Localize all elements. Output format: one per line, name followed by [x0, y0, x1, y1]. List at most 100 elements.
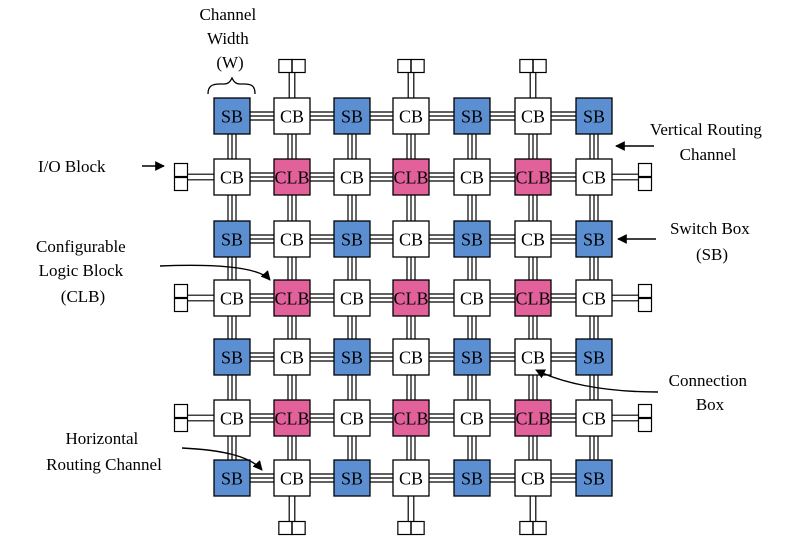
connection-box — [213, 399, 251, 437]
io-pad — [532, 58, 547, 74]
connection-box-label: CB — [460, 409, 484, 429]
io-pad — [397, 58, 412, 74]
routing-wires — [227, 111, 599, 483]
io-pad — [278, 58, 293, 74]
configurable-logic-block-label: CLB — [393, 168, 428, 188]
connection-box-label: CB — [280, 107, 304, 127]
configurable-logic-block-label: CLB — [515, 289, 550, 309]
logic-grid: SB CB SB CB SB CB SB CB CLB CB CLB CB CLB CB SB CB SB CB S… — [213, 97, 613, 497]
switch-box-label: SB — [221, 230, 243, 250]
configurable-logic-block-label: CLB — [393, 409, 428, 429]
connection-box-label: CB — [220, 409, 244, 429]
switch-box — [453, 338, 491, 376]
connection-box — [453, 279, 491, 317]
connection-box-label: CB — [340, 289, 364, 309]
annotation-arrows — [142, 141, 659, 471]
connection-box — [392, 338, 430, 376]
connection-box-label: CB — [582, 168, 606, 188]
connection-box — [333, 158, 371, 196]
switch-box-label: SB — [583, 107, 605, 127]
io-pad — [173, 283, 189, 299]
connection-box — [514, 97, 552, 135]
switch-box — [333, 338, 371, 376]
connection-box — [273, 97, 311, 135]
io-pad — [637, 176, 653, 192]
connection-box — [392, 97, 430, 135]
io-pad — [532, 520, 547, 536]
connection-box-label: CB — [220, 289, 244, 309]
io-pad — [637, 297, 653, 313]
io-pad — [291, 58, 306, 74]
connection-box-label: CB — [399, 230, 423, 250]
connection-box-arrow — [535, 369, 659, 393]
connection-box — [273, 220, 311, 258]
connection-box-label: CB — [280, 348, 304, 368]
connection-box-label: CB — [521, 107, 545, 127]
switch-box — [333, 459, 371, 497]
configurable-logic-block — [392, 279, 430, 317]
connection-box — [575, 158, 613, 196]
switch-box-label: SB — [341, 348, 363, 368]
switch-box — [333, 220, 371, 258]
switch-box — [575, 220, 613, 258]
switch-box-label: SB — [341, 107, 363, 127]
connection-box-label: CB — [399, 107, 423, 127]
switch-box-label: SB — [221, 469, 243, 489]
connection-box — [213, 158, 251, 196]
switch-box-label: SB — [341, 230, 363, 250]
switch-box — [213, 220, 251, 258]
connection-box-label: Connection Box — [669, 371, 752, 414]
io-pad — [637, 283, 653, 299]
configurable-logic-block — [273, 279, 311, 317]
connection-box — [453, 158, 491, 196]
io-pad — [637, 403, 653, 419]
connection-box-label: CB — [582, 289, 606, 309]
connection-box — [273, 338, 311, 376]
configurable-logic-block — [273, 158, 311, 196]
channel-width-brace — [207, 76, 256, 95]
switch-box-label: SB — [341, 469, 363, 489]
switch-box-label: SB — [221, 107, 243, 127]
io-block-label: I/O Block — [38, 157, 106, 176]
switch-box-label: Switch Box (SB) — [670, 219, 754, 264]
clb-arrow — [159, 264, 271, 281]
connection-box — [273, 459, 311, 497]
horizontal-routing-arrow — [181, 447, 263, 471]
configurable-logic-block-label: CLB — [515, 409, 550, 429]
switch-box-label: SB — [583, 230, 605, 250]
configurable-logic-block-label: CLB — [393, 289, 428, 309]
io-pad — [173, 403, 189, 419]
switch-box — [213, 338, 251, 376]
switch-box — [575, 338, 613, 376]
connection-box — [392, 220, 430, 258]
io-pad — [410, 520, 425, 536]
io-pad — [519, 520, 534, 536]
connection-box-label: CB — [460, 168, 484, 188]
connection-box — [514, 459, 552, 497]
io-pad — [397, 520, 412, 536]
configurable-logic-block — [514, 399, 552, 437]
configurable-logic-block — [514, 158, 552, 196]
configurable-logic-block-label: CLB — [515, 168, 550, 188]
connection-box — [514, 220, 552, 258]
connection-box-label: CB — [399, 469, 423, 489]
switch-box — [333, 97, 371, 135]
switch-box — [213, 97, 251, 135]
io-pad — [519, 58, 534, 74]
io-blocks — [173, 58, 653, 536]
switch-box-label: SB — [461, 107, 483, 127]
io-pad — [637, 417, 653, 433]
io-pad — [173, 297, 189, 313]
switch-box-label: SB — [583, 469, 605, 489]
configurable-logic-block-label: CLB — [274, 168, 309, 188]
io-pad — [291, 520, 306, 536]
connection-box — [453, 399, 491, 437]
connection-box — [333, 399, 371, 437]
connection-box-label: CB — [521, 230, 545, 250]
clb-label: Configurable Logic Block (CLB) — [36, 237, 130, 306]
switch-box-label: SB — [461, 348, 483, 368]
configurable-logic-block — [273, 399, 311, 437]
connection-box-label: CB — [280, 469, 304, 489]
switch-box-label: SB — [461, 469, 483, 489]
